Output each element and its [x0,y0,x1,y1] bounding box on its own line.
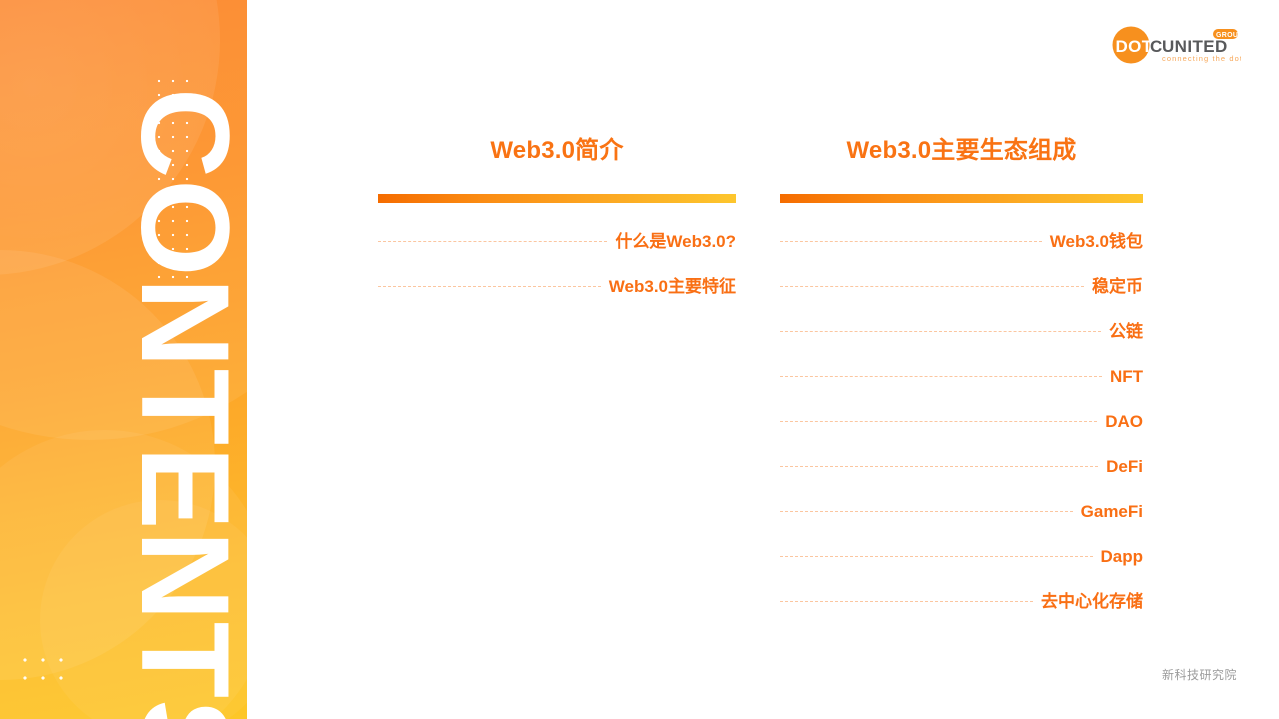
sidebar-panel: CONTENTS [0,0,247,719]
svg-text:C: C [1150,37,1163,56]
logo-circle-icon [1112,26,1150,64]
list-item[interactable]: 稳定币 [780,264,1143,309]
list-item-label: NFT [1109,366,1143,386]
list-item[interactable]: Web3.0主要特征 [378,264,736,309]
list-item-label: DeFi [1106,456,1143,476]
column-gradient-bar [780,194,1143,203]
list-item[interactable]: DeFi [780,444,1143,489]
list-item[interactable]: GameFi [780,489,1143,534]
leader-line [378,286,601,287]
brand-logo: DOT C UNITED GROUP connecting the dots [1109,24,1247,66]
leader-line [780,601,1033,602]
list-item[interactable]: 去中心化存储 [780,579,1143,624]
leader-line [780,286,1084,287]
list-item[interactable]: NFT [780,354,1143,399]
list-item[interactable]: DAO [780,399,1143,444]
leader-line [378,241,608,242]
svg-text:UNITED: UNITED [1162,37,1228,56]
leader-line [780,421,1098,422]
list-item[interactable]: Dapp [780,534,1143,579]
list-item[interactable]: 公链 [780,309,1143,354]
svg-text:GROUP: GROUP [1216,32,1241,39]
leader-line [780,241,1042,242]
list-item[interactable]: 什么是Web3.0? [378,219,736,264]
contents-wordmark: CONTENTS [0,0,247,719]
list-item-label: DAO [1105,411,1143,431]
svg-text:connecting the dots: connecting the dots [1162,54,1241,63]
footer-note: 新科技研究院 [1161,668,1237,682]
column-gradient-bar [378,194,736,203]
svg-text:DOT: DOT [1116,37,1153,56]
column-item-list: 什么是Web3.0? Web3.0主要特征 [378,219,736,309]
list-item-label: 稳定币 [1092,276,1143,296]
list-item-label: Web3.0主要特征 [608,276,736,296]
list-item-label: 什么是Web3.0? [615,231,736,251]
column-item-list: Web3.0钱包 稳定币 公链 NFT DAO DeFi [780,219,1143,624]
leader-line [780,466,1099,467]
list-item-label: Web3.0钱包 [1049,231,1143,251]
sidebar-dot-pattern [152,74,194,299]
column-title: Web3.0简介 [490,137,624,164]
logo-group-badge [1213,29,1238,39]
content-column-ecosystem: Web3.0主要生态组成 Web3.0钱包 稳定币 公链 NFT DAO [780,134,1143,624]
column-title: Web3.0主要生态组成 [846,137,1077,164]
list-item-label: Dapp [1100,546,1144,566]
leader-line [780,376,1102,377]
list-item-label: 去中心化存储 [1041,591,1143,611]
sidebar-bottom-dot-grid [14,649,72,693]
leader-line [780,331,1101,332]
leader-line [780,556,1093,557]
leader-line [780,511,1073,512]
content-column-intro: Web3.0简介 什么是Web3.0? Web3.0主要特征 [378,134,736,309]
list-item-label: 公链 [1109,321,1143,341]
list-item-label: GameFi [1080,501,1143,521]
list-item[interactable]: Web3.0钱包 [780,219,1143,264]
